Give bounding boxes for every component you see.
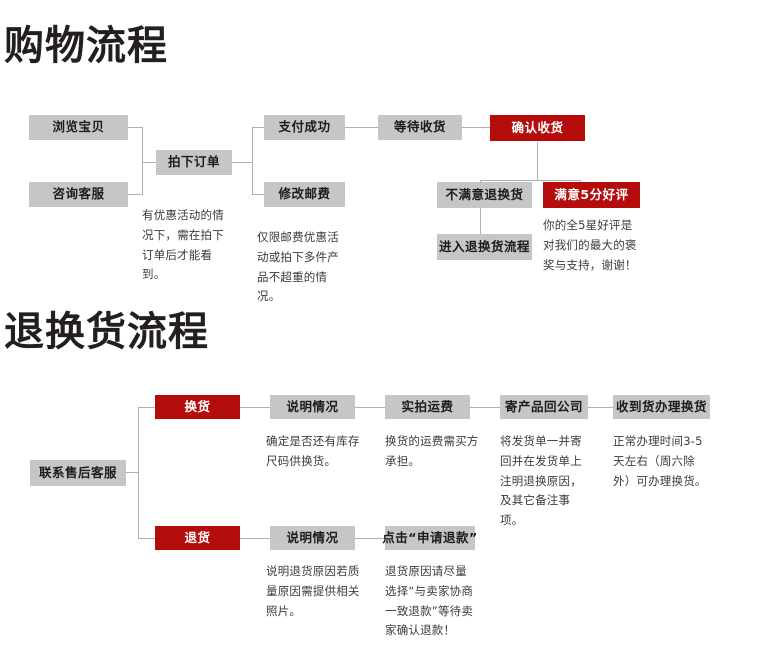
node-label: 寄产品回公司 — [504, 398, 583, 414]
caption-photograph-shipping-fee-note: 换货的运费需买方承担。 — [385, 434, 479, 468]
connector-refund-to-explain — [240, 538, 270, 539]
node-exchange-goods[interactable]: 换货 — [155, 395, 240, 419]
node-unsatisfied-return[interactable]: 不满意退换货 — [437, 182, 532, 208]
page-title-shopping-flow: 购物流程 — [4, 23, 168, 69]
node-label: 支付成功 — [278, 119, 331, 135]
node-place-order[interactable]: 拍下订单 — [156, 150, 232, 175]
node-explain-situation-return[interactable]: 说明情况 — [270, 526, 355, 550]
connector-exchange-to-explain — [240, 407, 270, 408]
connector-consult-to-junction — [128, 194, 142, 195]
page-title-return-flow: 退换货流程 — [4, 309, 209, 355]
caption-send-product-back-note: 将发货单一并寄回并在发货单上注明退换原因，及其它备注事项。 — [500, 434, 582, 528]
node-label: 说明情况 — [286, 529, 339, 545]
node-modify-postage[interactable]: 修改邮费 — [264, 182, 345, 207]
node-label: 收到货办理换货 — [615, 398, 707, 414]
node-confirm-receipt[interactable]: 确认收货 — [490, 115, 585, 141]
connector-sendback-to-receive — [588, 407, 613, 408]
connector-browse-to-junction — [128, 127, 142, 128]
node-label: 满意5分好评 — [554, 186, 629, 202]
connector-pay-to-await — [345, 127, 378, 128]
node-consult-service[interactable]: 咨询客服 — [29, 182, 128, 207]
node-five-star-review[interactable]: 满意5分好评 — [543, 182, 640, 208]
connector-confirm-down — [537, 142, 538, 180]
connector-split-to-modify-postage — [252, 194, 264, 195]
caption-place-order-note: 有优惠活动的情况下，需在拍下订单后才能看到。 — [142, 208, 224, 282]
connector-explain-to-apply-refund — [355, 538, 385, 539]
node-label: 换货 — [184, 398, 211, 414]
connector-junction-to-refund — [138, 538, 155, 539]
connector-await-to-confirm — [462, 127, 490, 128]
caption-explain-situation-exchange-note: 确定是否还有库存尺码供换货。 — [266, 434, 360, 468]
node-label: 浏览宝贝 — [52, 119, 105, 135]
connector-contact-to-junction — [126, 472, 138, 473]
node-send-product-back[interactable]: 寄产品回公司 — [500, 395, 588, 419]
node-payment-success[interactable]: 支付成功 — [264, 115, 345, 140]
caption-receive-and-process-exchange-note: 正常办理时间3-5天左右（周六除外）可办理换货。 — [613, 434, 707, 488]
node-enter-return-flow[interactable]: 进入退换货流程 — [437, 234, 532, 260]
node-label: 咨询客服 — [52, 186, 105, 202]
connector-left-junction-vertical — [142, 127, 143, 195]
node-explain-situation-exchange[interactable]: 说明情况 — [270, 395, 355, 419]
node-contact-after-sales[interactable]: 联系售后客服 — [30, 460, 126, 486]
node-label: 进入退换货流程 — [438, 238, 530, 254]
node-return-goods[interactable]: 退货 — [155, 526, 240, 550]
node-label: 不满意退换货 — [445, 186, 524, 202]
connector-split-to-pay-success — [252, 127, 264, 128]
node-receive-and-process-exchange[interactable]: 收到货办理换货 — [613, 395, 710, 419]
node-label: 退货 — [184, 529, 211, 545]
caption-explain-situation-return-note: 说明退货原因若质量原因需提供相关照片。 — [266, 564, 360, 618]
node-label: 说明情况 — [286, 398, 339, 414]
node-click-apply-refund[interactable]: 点击“申请退款” — [382, 526, 478, 550]
node-photograph-shipping-fee[interactable]: 实拍运费 — [385, 395, 470, 419]
caption-click-apply-refund-note: 退货原因请尽量选择“与卖家协商一致退款”等待卖家确认退款！ — [385, 564, 474, 638]
connector-explain-to-shipping — [355, 407, 385, 408]
connector-confirm-split-horizontal — [480, 180, 580, 181]
node-label: 修改邮费 — [278, 186, 331, 202]
connector-shipping-to-sendback — [470, 407, 500, 408]
connector-return-junction-vertical — [138, 407, 139, 538]
node-label: 确认收货 — [511, 119, 564, 135]
node-browse-treasure[interactable]: 浏览宝贝 — [29, 115, 128, 140]
caption-modify-postage-note: 仅限邮费优惠活动或拍下多件产品不超重的情况。 — [257, 230, 339, 304]
node-label: 实拍运费 — [401, 398, 454, 414]
connector-place-order-to-split — [232, 162, 252, 163]
node-label: 拍下订单 — [167, 154, 220, 170]
node-label: 联系售后客服 — [38, 464, 117, 480]
node-await-delivery[interactable]: 等待收货 — [378, 115, 462, 140]
connector-unsatisfied-to-enter-return — [480, 208, 481, 234]
connector-right-split-vertical — [252, 127, 253, 195]
connector-junction-to-place-order — [142, 162, 156, 163]
node-label: 点击“申请退款” — [382, 529, 478, 545]
node-label: 等待收货 — [393, 119, 446, 135]
connector-junction-to-exchange — [138, 407, 155, 408]
caption-five-star-note: 你的全5星好评是对我们的最大的褒奖与支持，谢谢！ — [543, 218, 637, 272]
